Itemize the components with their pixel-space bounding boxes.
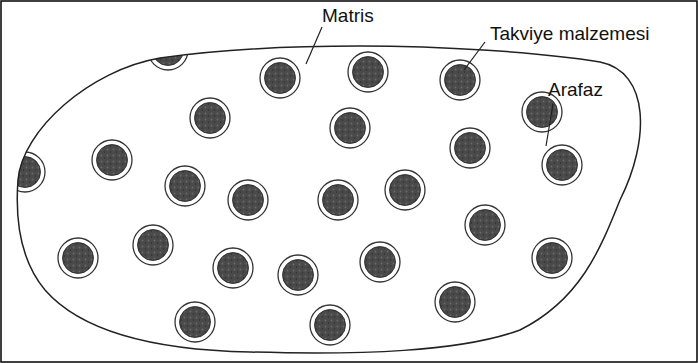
- leader-line: [464, 42, 485, 70]
- leader-line: [546, 104, 553, 146]
- matrix-outline: [17, 46, 640, 353]
- leader-line: [306, 27, 322, 64]
- reinforcement-particles: [5, 30, 582, 345]
- part-label: Takviye malzemesi: [490, 24, 649, 45]
- part-label: Arafaz: [548, 80, 603, 101]
- part-label: Matris: [322, 6, 374, 27]
